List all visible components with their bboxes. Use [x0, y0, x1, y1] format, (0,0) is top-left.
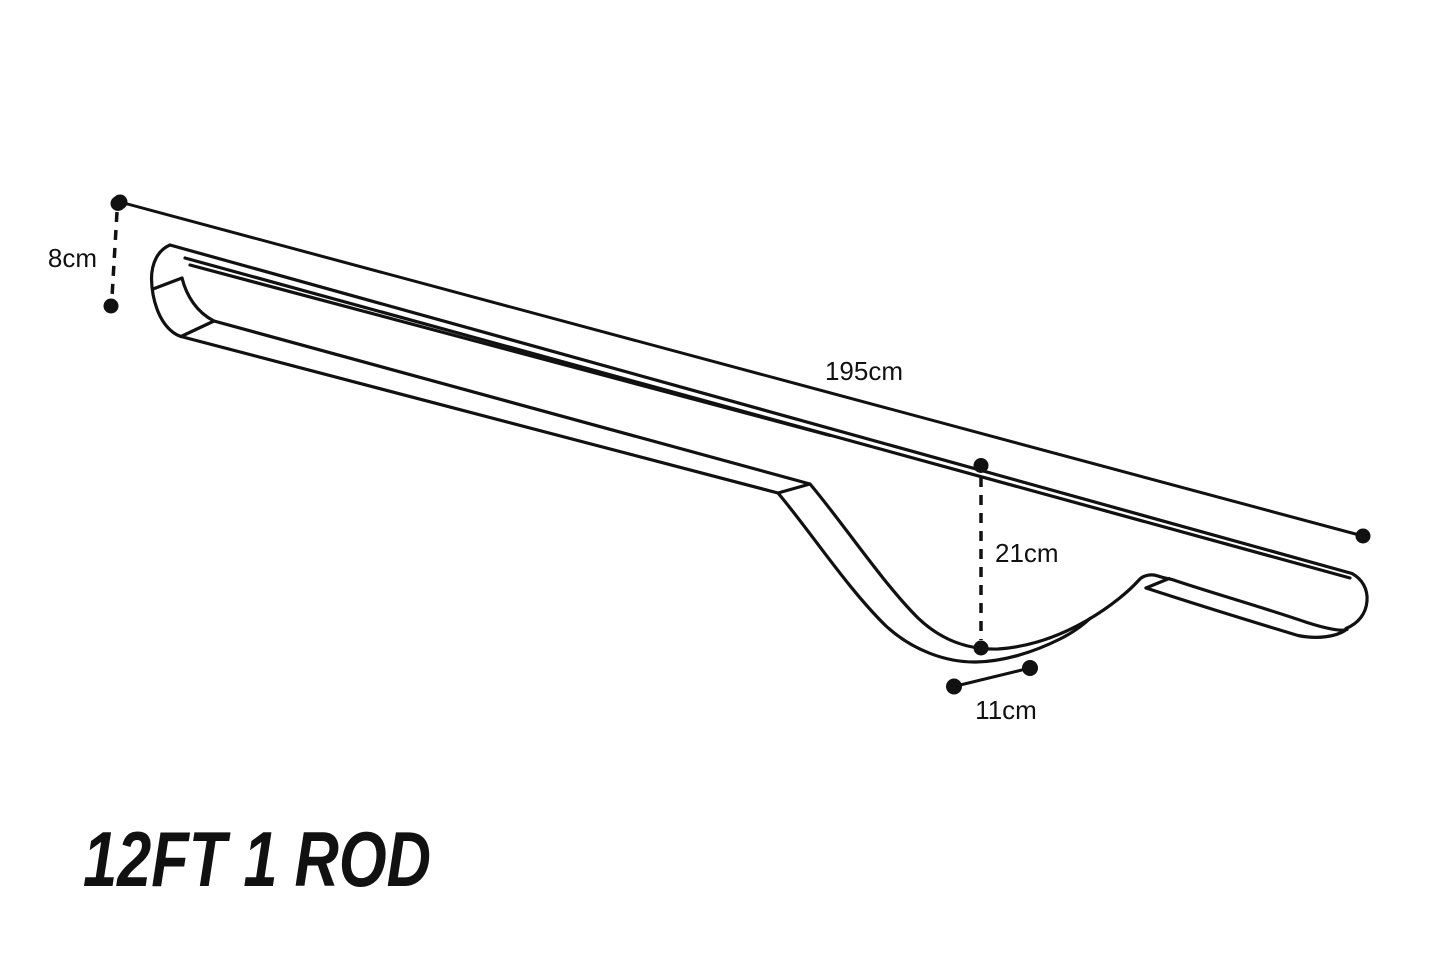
rod-sleeve-outline [149, 243, 1369, 664]
dim-length-line [118, 200, 1365, 538]
underside-edge-and-dip-front [179, 334, 1092, 664]
dim-height-dot-bottom [103, 298, 119, 314]
dim-base-label: 11cm [975, 695, 1037, 725]
dim-drop-label: 21cm [995, 538, 1059, 568]
right-end-cap [1344, 571, 1369, 631]
dim-height: 8cm [48, 196, 126, 314]
left-end-cap-seam-lower [179, 319, 216, 339]
left-end-cap-seam-upper [151, 276, 184, 291]
left-end-cap-outer [149, 243, 183, 339]
dim-length-dot-end [1355, 528, 1371, 544]
dim-base-dot-right [1022, 660, 1038, 676]
dip-start-fold-line [776, 482, 812, 495]
face-bottom-edge-and-dip-back [212, 319, 1349, 651]
top-back-edge [168, 243, 1354, 576]
dim-height-dot-top [110, 196, 126, 211]
dim-height-dashed-line [110, 211, 119, 298]
dim-base: 11cm [946, 660, 1038, 725]
crest-fold-line [1144, 576, 1171, 590]
dim-length-label: 195cm [825, 356, 903, 386]
product-title: 12FT 1 ROD [83, 815, 431, 903]
dim-drop-dot-bottom [973, 640, 989, 656]
dim-base-dot-left [946, 678, 962, 695]
dimension-annotations: 195cm 8cm 21cm 11cm [48, 194, 1371, 725]
left-end-cap-inner-curve [180, 276, 216, 323]
dim-drop-dot-top [973, 458, 989, 473]
dim-base-line [952, 666, 1032, 688]
rim-lip-edge [188, 263, 832, 438]
strip-lower-edge [1144, 586, 1347, 639]
dim-height-label: 8cm [48, 243, 97, 273]
dim-drop: 21cm [973, 458, 1059, 656]
